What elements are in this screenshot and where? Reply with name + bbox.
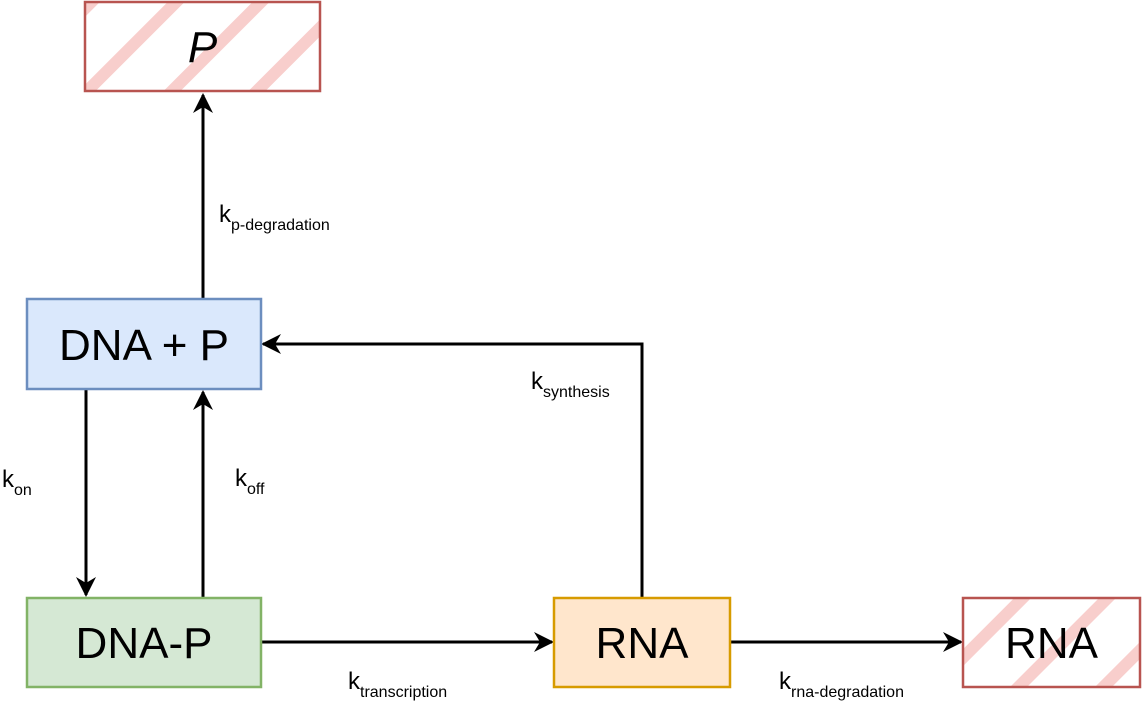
rate-label-off: koff bbox=[235, 465, 265, 498]
node-p-degraded-label: P bbox=[188, 23, 218, 72]
node-rna-degraded: RNA bbox=[961, 596, 1142, 689]
rate-label-on: kon bbox=[2, 466, 32, 499]
rate-label-rna-degradation: krna-degradation bbox=[779, 668, 904, 701]
node-p-degraded: P bbox=[83, 0, 322, 93]
rate-label-transcription: ktranscription bbox=[348, 668, 447, 701]
rate-label-synthesis: ksynthesis bbox=[531, 368, 610, 401]
node-rna-degraded-label: RNA bbox=[1005, 619, 1099, 668]
node-dna-p: DNA-P bbox=[25, 596, 263, 689]
node-dna-p-label: DNA-P bbox=[76, 619, 213, 668]
edge-synthesis bbox=[261, 334, 644, 597]
node-dna-plus-p-label: DNA + P bbox=[59, 321, 229, 370]
rate-label-p-degradation: kp-degradation bbox=[219, 201, 330, 234]
node-dna-plus-p: DNA + P bbox=[25, 297, 263, 391]
node-rna: RNA bbox=[552, 596, 732, 689]
node-rna-label: RNA bbox=[596, 619, 690, 668]
